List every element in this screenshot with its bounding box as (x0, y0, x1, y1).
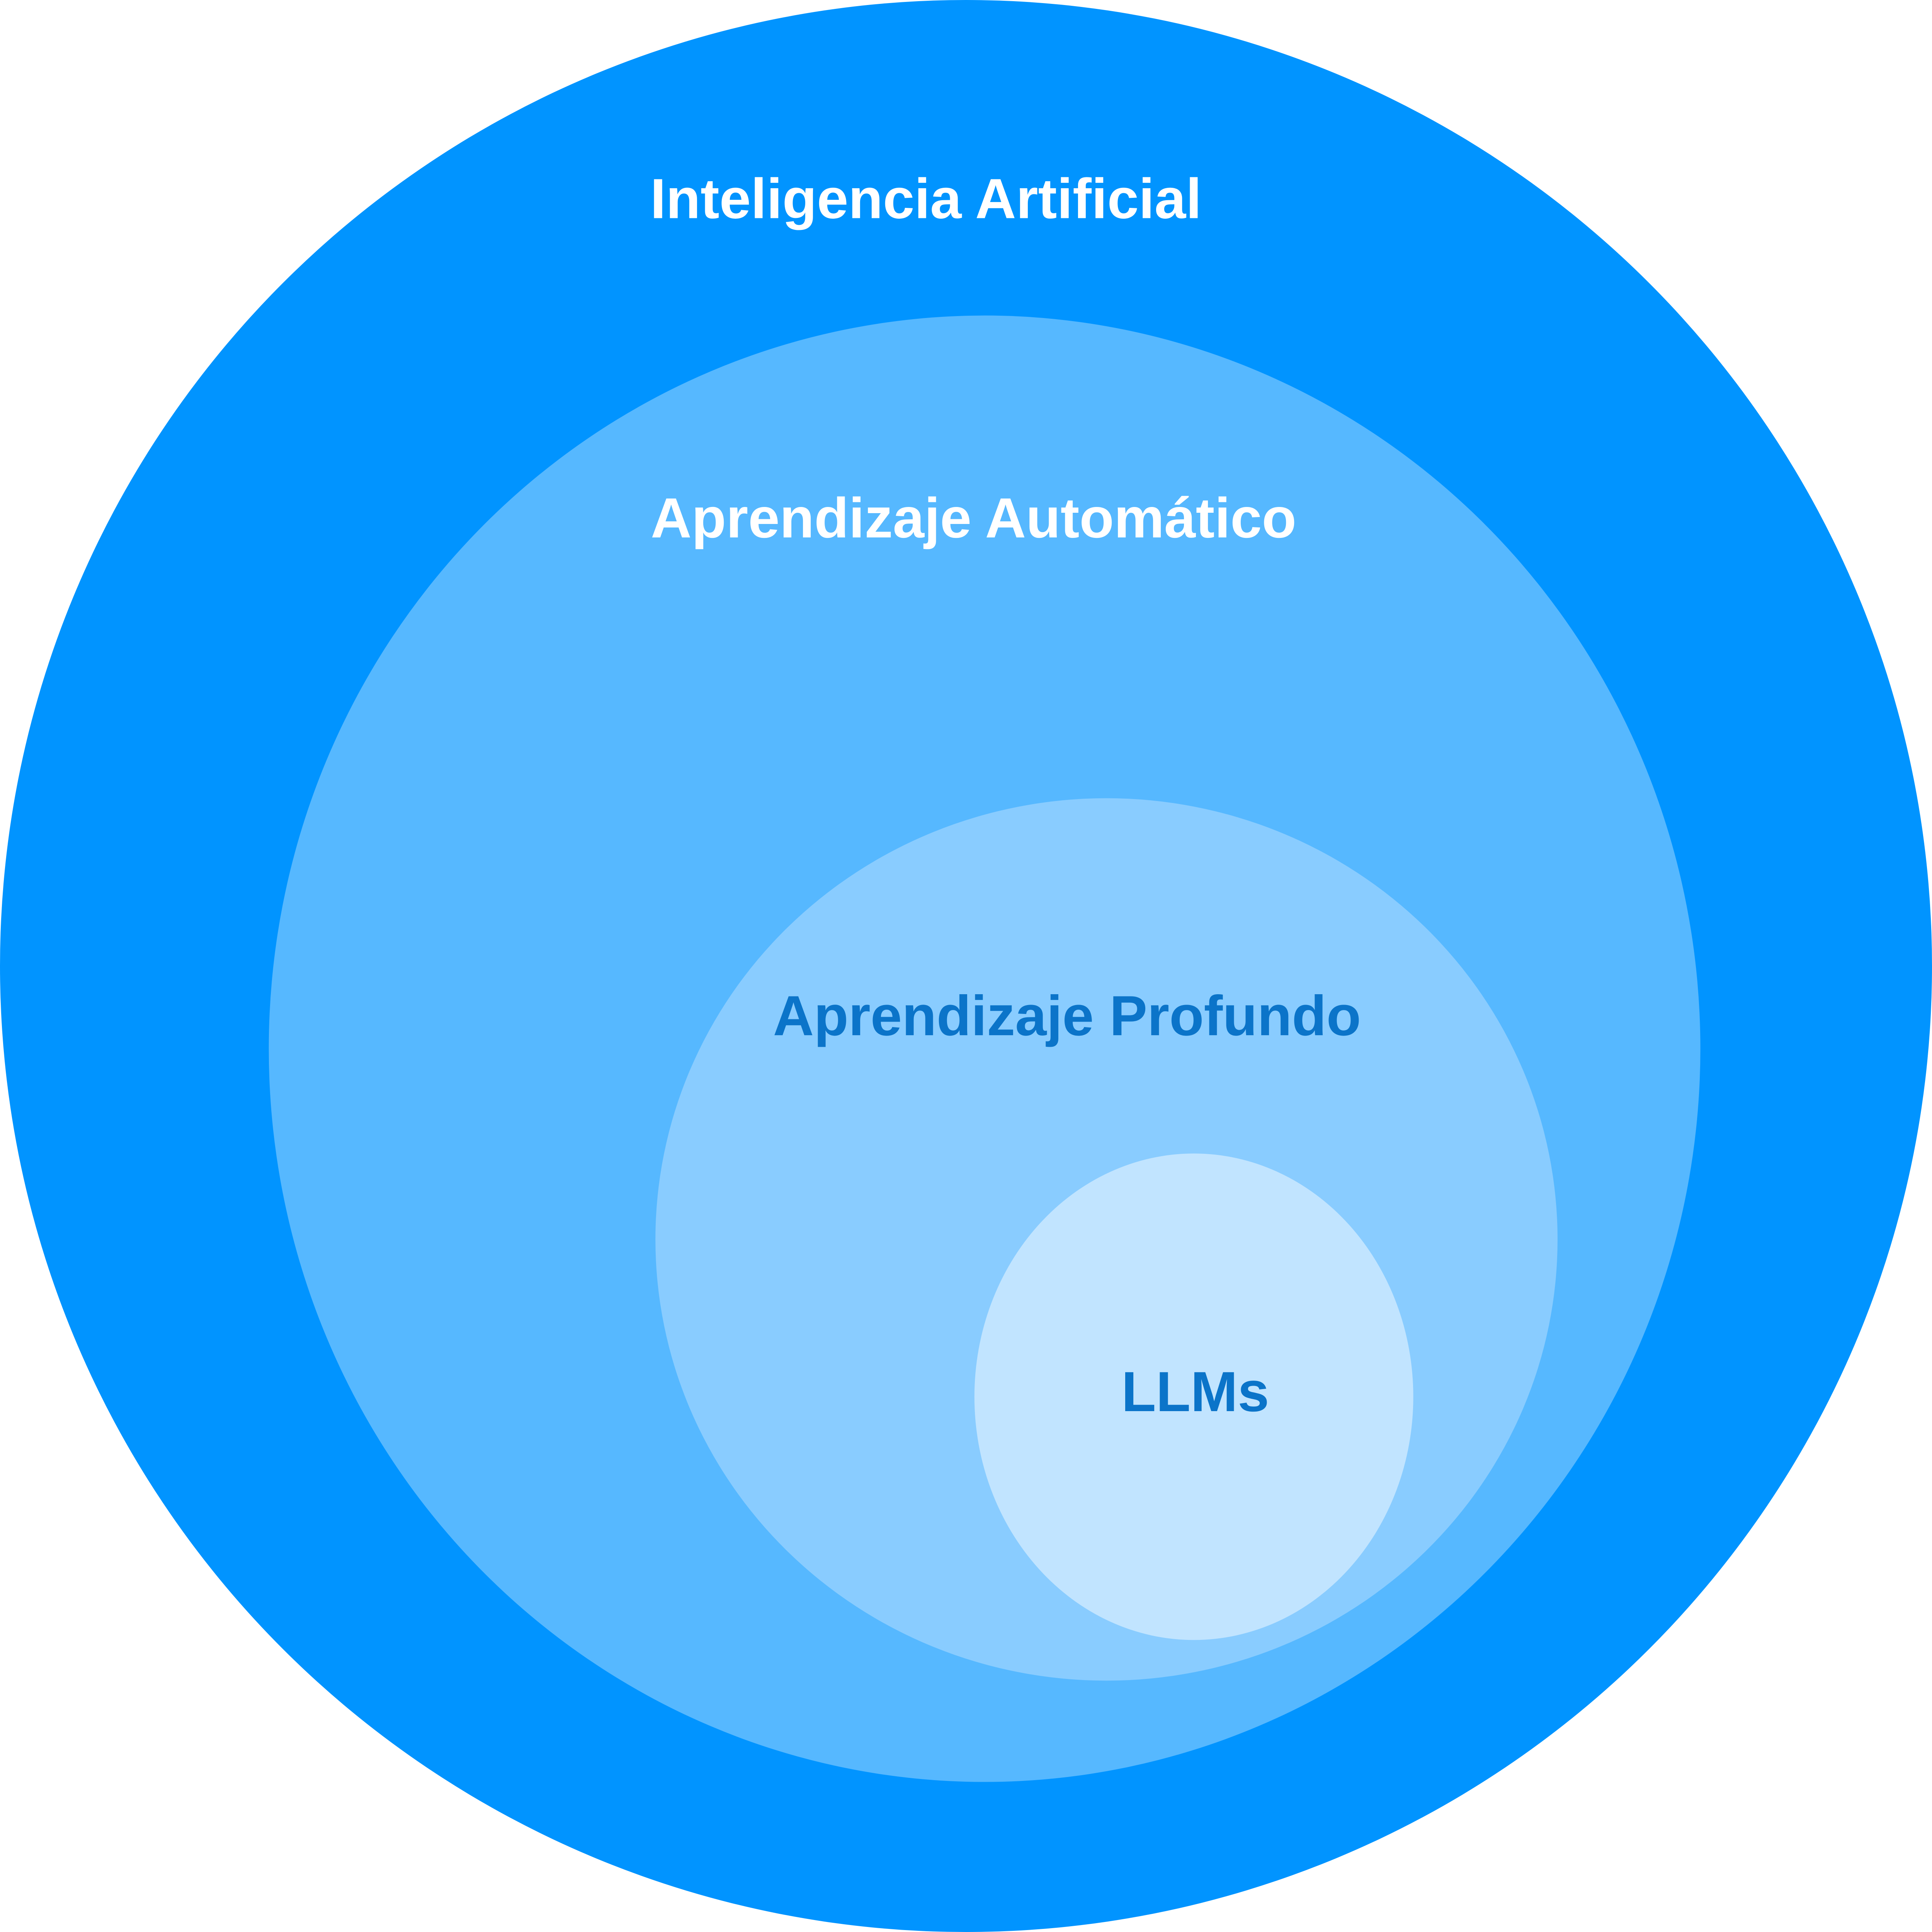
label-ai: Inteligencia Artificial (650, 167, 1202, 231)
label-deep-learning: Aprendizaje Profundo (773, 984, 1361, 1048)
label-llms: LLMs (1121, 1360, 1269, 1423)
label-machine-learning: Aprendizaje Automático (651, 486, 1296, 550)
circle-llms (974, 1153, 1413, 1640)
